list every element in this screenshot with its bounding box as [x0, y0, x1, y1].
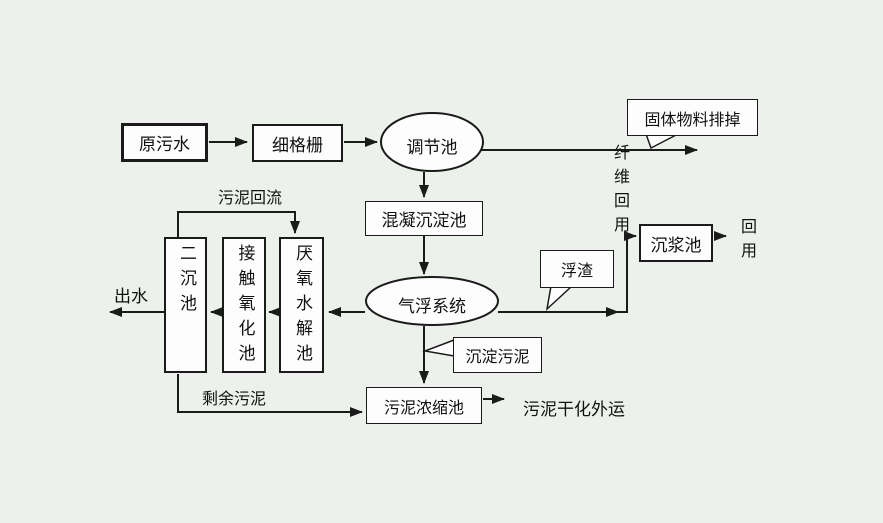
line-scum-up [616, 238, 628, 313]
node-fine-screen-label: 细格栅 [272, 135, 323, 156]
node-contact-oxidation-tank: 接触氧化池 [222, 237, 266, 373]
callout-solids-discharge-label: 固体物料排掉 [644, 109, 741, 129]
label-sludge-return: 污泥回流 [218, 188, 283, 207]
callout-settled-sludge: 沉淀污泥 [453, 337, 542, 373]
label-effluent: 出水 [114, 287, 148, 307]
callout-scum: 浮渣 [540, 250, 614, 288]
callout-solids-discharge: 固体物料排掉 [627, 99, 758, 136]
node-slurry-tank: 沉浆池 [639, 224, 713, 262]
node-raw-sewage: 原污水 [121, 123, 208, 162]
node-sludge-thickening-label: 污泥浓缩池 [383, 397, 464, 417]
node-raw-sewage-label: 原污水 [139, 135, 190, 155]
node-fine-screen: 细格栅 [252, 124, 343, 162]
callout-tail-settled-sludge [422, 338, 455, 357]
node-air-flotation-label: 气浮系统 [398, 297, 466, 317]
callout-tail-scum [545, 285, 574, 312]
node-coagulation-tank: 混凝沉淀池 [365, 201, 483, 236]
node-regulating-tank-label: 调节池 [406, 138, 458, 158]
node-coagulation-tank-label: 混凝沉淀池 [381, 211, 467, 231]
node-anaerobic-hydrolysis-label: 厌氧水解池 [292, 244, 312, 369]
label-reuse: 回用 [738, 218, 757, 266]
node-sludge-thickening-tank: 污泥浓缩池 [366, 387, 482, 424]
node-secondary-sedimentation-tank: 二沉池 [164, 237, 207, 373]
regulating-tank-ellipse [380, 112, 484, 172]
node-anaerobic-hydrolysis-tank: 厌氧水解池 [279, 237, 324, 373]
label-sludge-drying-transport: 污泥干化外运 [523, 400, 625, 420]
line-excess-sludge [177, 374, 363, 417]
label-fiber-reuse: 纤维回用 [611, 144, 630, 240]
node-contact-oxidation-label: 接触氧化池 [234, 244, 255, 369]
line-sludge-return [177, 211, 300, 239]
node-secondary-sedimentation-label: 二沉池 [176, 244, 196, 319]
callout-settled-sludge-label: 沉淀污泥 [465, 347, 530, 366]
air-flotation-ellipse [365, 276, 499, 326]
label-excess-sludge: 剩余污泥 [202, 389, 267, 408]
node-slurry-tank-label: 沉浆池 [650, 235, 702, 256]
callout-tail-solids [644, 133, 679, 150]
callout-scum-label: 浮渣 [560, 261, 593, 280]
